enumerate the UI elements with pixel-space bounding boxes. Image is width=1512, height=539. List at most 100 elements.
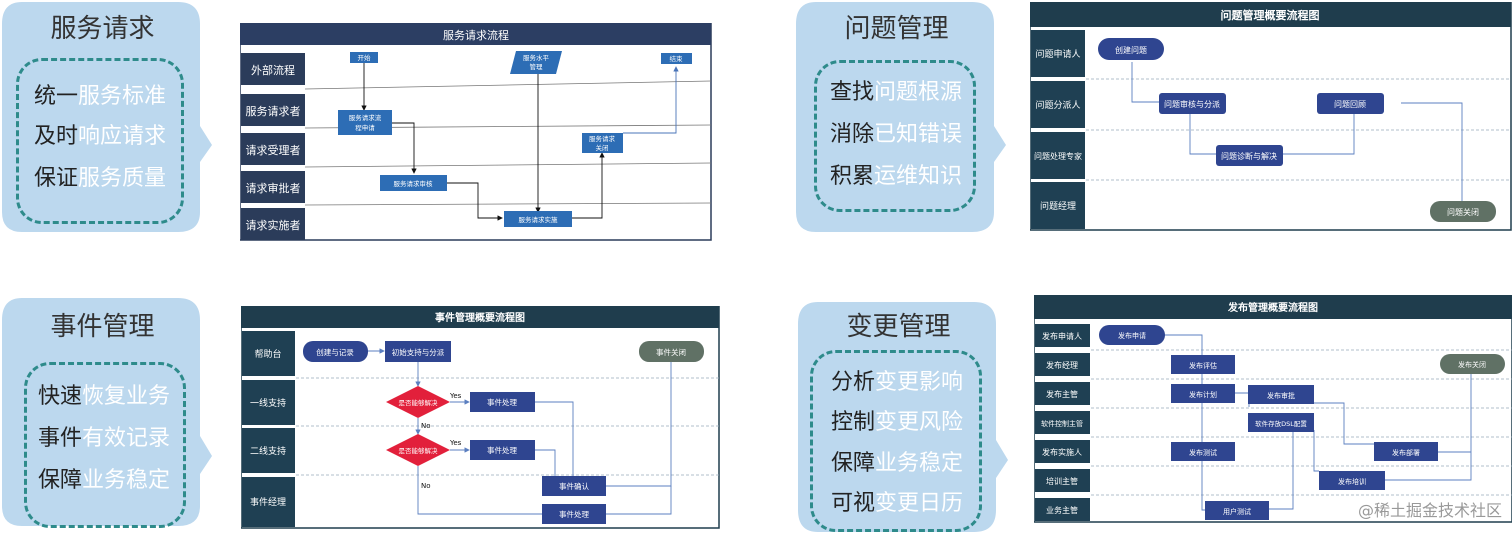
lane-label: 服务请求者 [246,105,301,118]
card-dash-frame [814,60,976,212]
card-title: 问题管理 [844,14,949,44]
card-title: 事件管理 [50,312,155,342]
svg-text:服务请求实施: 服务请求实施 [519,215,559,224]
speech-bubble-shape [2,298,212,526]
lane-headers: 发布申请人 发布经理 发布主管 软件控制主管 发布实施人 培训主管 业务主管 [1035,324,1090,521]
svg-text:发布关闭: 发布关闭 [1458,360,1486,369]
diagram-title-bar [1034,295,1512,319]
svg-text:帮助台: 帮助台 [254,348,281,360]
svg-text:发布测试: 发布测试 [1189,448,1217,457]
flow-nodes: 创建问题 问题审核与分派 问题回顾 问题诊断与解决 问题关闭 [1098,38,1496,222]
svg-text:事件确认: 事件确认 [559,481,589,491]
lane-headers: 问题申请人 问题分派人 问题处理专家 问题经理 [1031,30,1085,229]
svg-text:是否能够解决: 是否能够解决 [399,398,439,407]
svg-text:问题审核与分派: 问题审核与分派 [1164,99,1220,109]
release-management-diagram: 发布管理概要流程图 发布申请人 发布经理 发布主管 软件控制主管 发布实施人 培… [1034,295,1512,523]
svg-text:问题回顾: 问题回顾 [1334,100,1366,109]
svg-text:发布培训: 发布培训 [1338,477,1366,486]
svg-text:Yes: Yes [449,439,462,447]
card-title: 服务请求 [50,14,155,44]
svg-text:发布申请人: 发布申请人 [1042,331,1082,341]
svg-text:发布审批: 发布审批 [1267,391,1295,400]
flow-nodes: 创建与记录 初始支持与分派 事件关闭 是否能够解决 是否能够解决 Yes Yes… [303,341,704,524]
card-dash-frame [16,58,184,224]
svg-text:程申请: 程申请 [355,123,375,132]
svg-text:发布部署: 发布部署 [1392,448,1420,457]
svg-text:是否能够解决: 是否能够解决 [399,446,439,455]
card-service: 服务请求 统一服务标准 及时响应请求 保证服务质量 [0,0,215,235]
card-line: 统一服务标准 [33,84,167,109]
lane-headers: 外部流程 服务请求者 请求受理者 请求审批者 请求实施者 [241,53,305,240]
svg-text:软件存放DSL配置: 软件存放DSL配置 [1255,419,1307,428]
diagram-title: 服务请求流程 [443,28,509,42]
svg-text:发布计划: 发布计划 [1189,390,1217,399]
card-line: 及时响应请求 [33,124,167,149]
lane-label: 请求实施者 [246,218,301,232]
card-change: 变更管理 分析变更影响 控制变更风险 保障业务稳定 可视变更日历 [796,300,1011,535]
svg-text:发布评估: 发布评估 [1189,361,1217,370]
card-problem: 问题管理 查找问题根源 消除已知错误 积累运维知识 [794,0,1009,235]
svg-text:用户测试: 用户测试 [1223,507,1251,516]
speech-bubble-shape [796,2,1006,232]
service-request-diagram: 服务请求流程 外部流程 服务请求者 请求受理者 请求审批者 请求实施者 开始 服… [240,23,712,241]
svg-text:发布主管: 发布主管 [1046,389,1078,399]
svg-text:服务请求: 服务请求 [589,134,616,143]
svg-text:问题处理专家: 问题处理专家 [1034,151,1082,161]
svg-text:事件经理: 事件经理 [250,496,286,508]
svg-text:发布实施人: 发布实施人 [1042,447,1082,457]
svg-text:问题关闭: 问题关闭 [1447,207,1479,217]
svg-text:事件处理: 事件处理 [487,397,517,407]
svg-text:关闭: 关闭 [596,143,609,152]
card-line: 消除已知错误 [829,122,963,147]
card-line: 事件有效记录 [37,426,171,451]
lane-label: 请求审批者 [246,181,301,195]
card-dash-frame [810,350,982,532]
svg-text:二线支持: 二线支持 [250,445,286,457]
svg-text:业务主管: 业务主管 [1046,505,1078,515]
svg-text:服务水平: 服务水平 [523,53,550,62]
svg-text:一线支持: 一线支持 [250,397,286,409]
svg-text:发布申请: 发布申请 [1118,331,1146,340]
card-line: 快速恢复业务 [37,384,171,409]
svg-text:问题诊断与解决: 问题诊断与解决 [1221,151,1277,161]
problem-management-diagram: 问题管理概要流程图 问题申请人 问题分派人 问题处理专家 问题经理 创建问题 问… [1030,2,1512,231]
card-line: 分析变更影响 [830,370,964,395]
diagram-title-bar [241,306,719,328]
svg-text:事件处理: 事件处理 [559,509,589,519]
lane-label: 请求受理者 [246,144,301,157]
lane-headers: 帮助台 一线支持 二线支持 事件经理 [242,331,295,527]
diagram-title-bar [1030,2,1511,27]
svg-text:Yes: Yes [449,392,462,400]
svg-text:No: No [421,422,431,430]
flow-nodes: 开始 服务水平 管理 结束 服务请求流 程申请 服务请求 关闭 服务请求审核 服… [338,51,692,227]
diagram-title: 发布管理概要流程图 [1227,301,1318,314]
svg-text:结束: 结束 [670,54,684,63]
svg-text:No: No [421,482,431,490]
svg-text:培训主管: 培训主管 [1046,476,1078,486]
speech-bubble-shape [798,302,1008,532]
watermark: @稀土掘金技术社区 [1357,501,1502,520]
card-line: 控制变更风险 [830,410,964,435]
flow-nodes: 发布申请 发布关闭 发布评估 发布计划 发布审批 软件存放DSL配置 发布测试 … [1099,325,1505,520]
card-line: 保障业务稳定 [37,468,171,493]
svg-text:事件关闭: 事件关闭 [656,347,686,357]
card-title: 变更管理 [846,312,951,342]
svg-text:服务请求流: 服务请求流 [349,113,382,122]
lane-label: 外部流程 [251,63,295,77]
card-line: 可视变更日历 [830,491,964,516]
diagram-title-bar [240,23,711,45]
card-line: 保证服务质量 [33,166,167,191]
svg-text:软件控制主管: 软件控制主管 [1041,419,1083,428]
svg-text:问题申请人: 问题申请人 [1035,48,1080,60]
svg-text:创建问题: 创建问题 [1115,45,1147,55]
card-line: 查找问题根源 [829,80,963,105]
card-incident: 事件管理 快速恢复业务 事件有效记录 保障业务稳定 [0,296,215,531]
incident-management-diagram: 事件管理概要流程图 帮助台 一线支持 二线支持 事件经理 创建与记录 初始支持与… [241,306,720,529]
svg-text:事件处理: 事件处理 [487,445,517,455]
card-line: 积累运维知识 [829,164,963,189]
diagram-title: 事件管理概要流程图 [435,311,525,324]
diagram-title: 问题管理概要流程图 [1221,8,1320,22]
svg-text:创建与记录: 创建与记录 [316,347,354,357]
svg-text:开始: 开始 [358,53,372,62]
card-line: 保障业务稳定 [830,451,964,476]
